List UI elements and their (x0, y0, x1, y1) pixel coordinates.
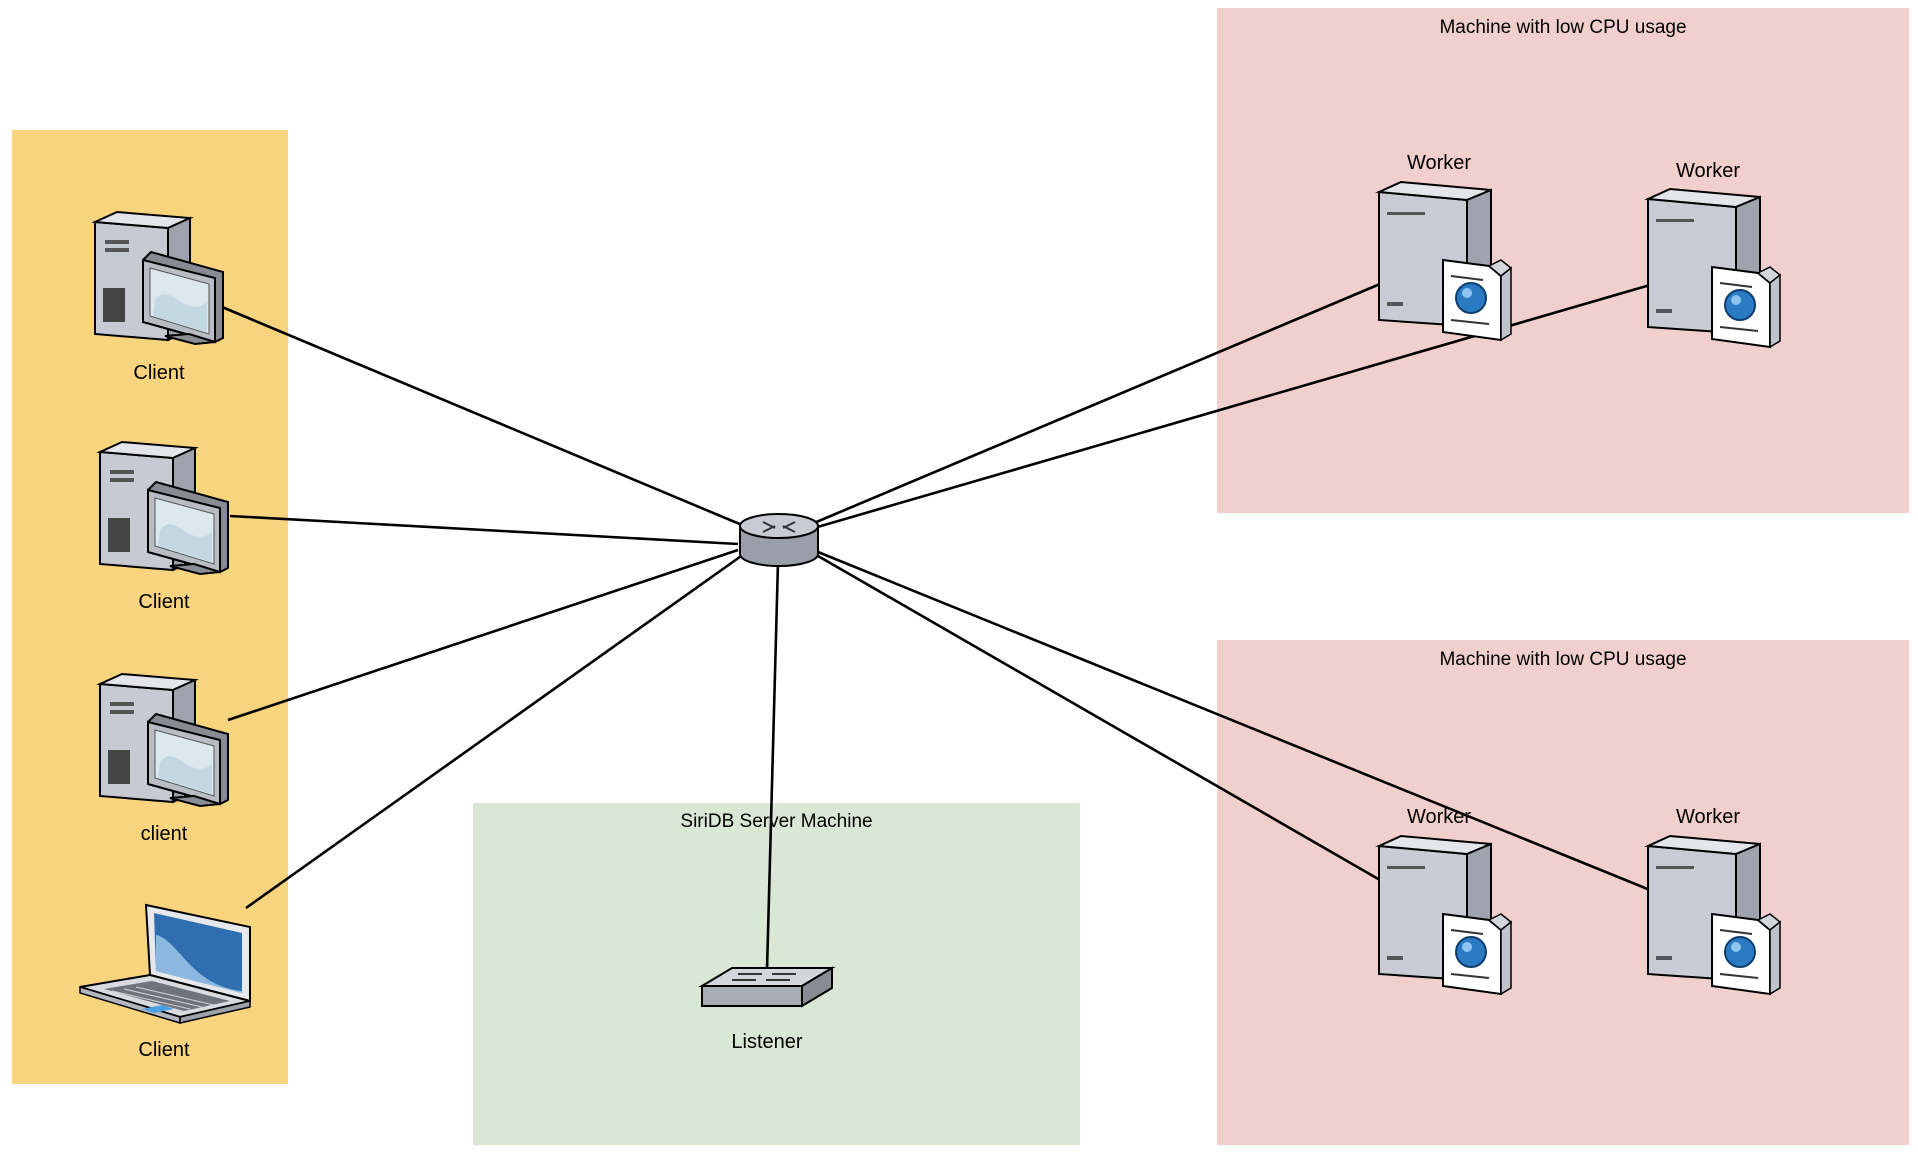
web-server-icon (1378, 181, 1512, 341)
client-node-4-label: Client (138, 1039, 190, 1061)
router-icon (739, 513, 819, 567)
edge-router-listener (765, 561, 780, 971)
worker-node-3-label: Worker (1407, 806, 1471, 828)
listener-node[interactable]: Listener (701, 967, 833, 1053)
desktop-computer-icon (99, 441, 229, 575)
client-node-2[interactable]: Client (99, 441, 229, 613)
client-node-1-label: Client (133, 362, 185, 384)
connections (221, 282, 1651, 971)
edge-client3-router (227, 548, 739, 722)
listener-node-label: Listener (731, 1031, 802, 1053)
router-node[interactable] (739, 513, 819, 567)
worker-node-3[interactable]: Worker (1378, 806, 1512, 995)
workers-top-group-label: Machine with low CPU usage (1439, 17, 1687, 38)
client-node-4[interactable]: Client (79, 904, 251, 1061)
desktop-computer-icon (94, 211, 224, 345)
worker-node-1-label: Worker (1407, 152, 1471, 174)
switch-icon (701, 967, 833, 1007)
edge-router-worker3 (817, 554, 1381, 882)
edge-client1-router (221, 305, 743, 527)
worker-node-1[interactable]: Worker (1378, 152, 1512, 341)
web-server-icon (1378, 835, 1512, 995)
client-node-2-label: Client (138, 591, 190, 613)
server-group-label: SiriDB Server Machine (680, 811, 873, 832)
worker-node-2[interactable]: Worker (1647, 160, 1781, 348)
laptop-icon (79, 904, 251, 1024)
client-node-1[interactable]: Client (94, 211, 224, 384)
edge-client2-router (229, 514, 739, 546)
workers-bottom-group: Machine with low CPU usage (1217, 640, 1909, 1145)
client-node-3[interactable]: client (99, 673, 229, 845)
client-node-3-label: client (141, 823, 188, 845)
desktop-computer-icon (99, 673, 229, 807)
web-server-icon (1647, 188, 1781, 348)
edge-router-worker4 (817, 550, 1651, 892)
workers-bottom-group-label: Machine with low CPU usage (1439, 649, 1687, 670)
worker-node-4-label: Worker (1676, 806, 1740, 828)
edge-router-worker2 (813, 283, 1651, 530)
workers-top-group: Machine with low CPU usage (1217, 8, 1909, 513)
worker-node-2-label: Worker (1676, 160, 1740, 182)
web-server-icon (1647, 835, 1781, 995)
edge-router-worker1 (813, 282, 1381, 525)
edge-client4-router (245, 552, 745, 910)
worker-node-4[interactable]: Worker (1647, 806, 1781, 995)
